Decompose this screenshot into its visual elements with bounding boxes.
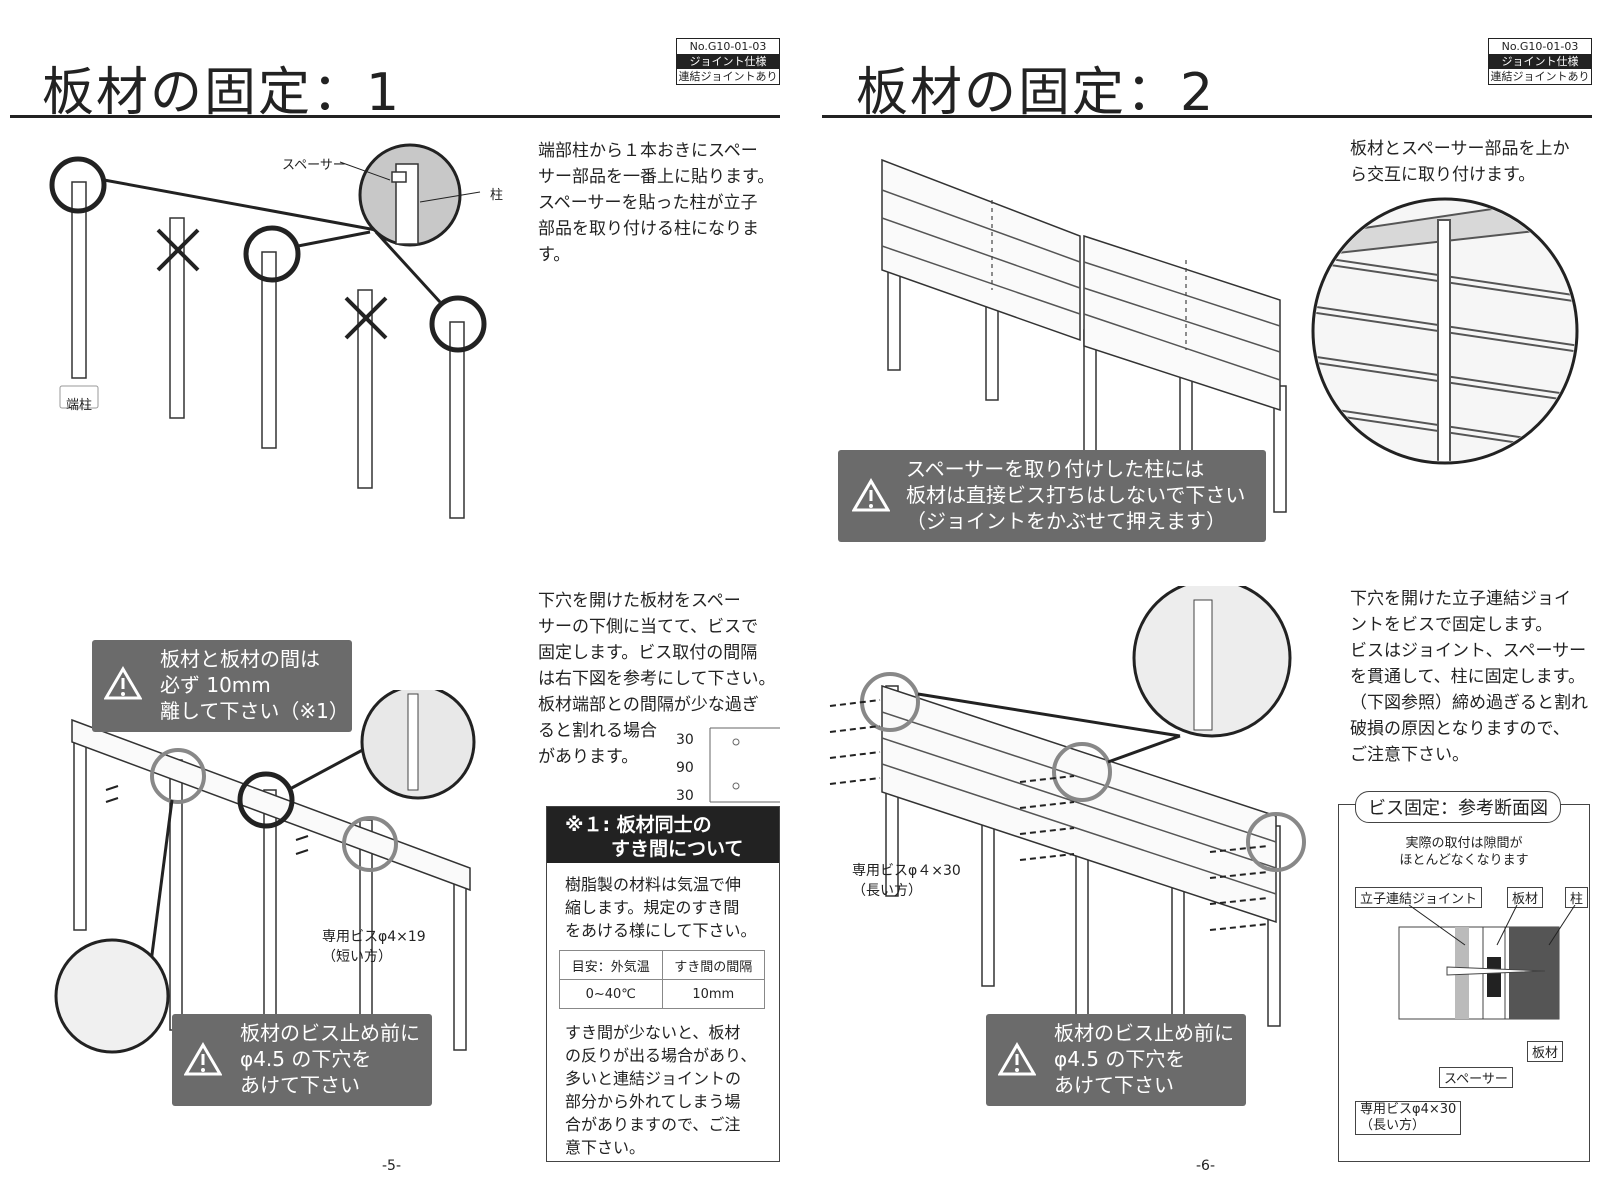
doc-sub: 連結ジョイントあり: [1490, 70, 1590, 83]
boards-illustration-left: [54, 690, 476, 1080]
posts-illustration: [49, 143, 487, 519]
spacing-diagram: [709, 727, 780, 803]
section-drawing: [1398, 905, 1576, 1020]
label-board-2: 板材: [1527, 1041, 1564, 1062]
right-mid-text: 下穴を開けた立子連結ジョイ ントをビスで固定します。 ビスはジョイント、スペーサ…: [1350, 589, 1588, 765]
doc-spec: ジョイント仕様: [1489, 54, 1591, 69]
label-screw-sec: 専用ビスφ4×30 （長い方）: [1355, 1101, 1462, 1135]
warning-hole-left: 板材のビス止め前に φ4.5 の下穴を あけて下さい: [172, 1014, 432, 1106]
warning-gap: 板材と板材の間は 必ず 10mm 離して下さい（※1）: [92, 640, 352, 732]
warning-hole-right: 板材のビス止め前に φ4.5 の下穴を あけて下さい: [986, 1014, 1246, 1106]
doc-number: No.G10-01-03: [689, 40, 767, 53]
doc-number: No.G10-01-03: [1501, 40, 1579, 53]
title-rule-left: [10, 115, 780, 118]
circle-marker: [49, 156, 107, 214]
section-diagram-box: ビス固定：参考断面図 実際の取付は隙間が ほとんどなくなります 立子連結ジョイン…: [1338, 791, 1590, 1162]
label-post: 柱: [490, 188, 504, 203]
title-rule-right: [822, 115, 1592, 118]
page-title-left: 板材の固定：1: [42, 63, 402, 123]
note-title: ※１: 板材同士の すき間について: [547, 807, 779, 863]
note-text-1: 樹脂製の材料は気温で伸 縮します。規定のすき間 をあける様にして下さい。: [565, 875, 757, 940]
section-title: ビス固定：参考断面図: [1355, 791, 1561, 823]
page-number-left: -5-: [382, 1158, 402, 1174]
left-mid-text: 下穴を開けた板材をスペー サーの下側に当てて、ビスで 固定します。ビス取付の間隔…: [538, 591, 776, 767]
fence-detail-circle: [1311, 197, 1579, 465]
label-board: 板材: [1507, 887, 1544, 908]
circle-marker: [243, 225, 301, 283]
note-text-2: すき間が少ないと、板材 の反りが出る場合があり、 多いと連結ジョイントの 部分か…: [565, 1023, 757, 1157]
joint-illustration: [829, 586, 1306, 1046]
label-joint: 立子連結ジョイント: [1355, 887, 1483, 908]
note-gap-box: ※１: 板材同士の すき間について 樹脂製の材料は気温で伸 縮します。規定のすき…: [546, 806, 780, 1162]
section-note: 実際の取付は隙間が ほとんどなくなります: [1399, 836, 1529, 868]
warning-icon: [998, 1042, 1036, 1076]
circle-marker: [429, 295, 487, 353]
warning-icon: [184, 1042, 222, 1076]
right-top-text: 板材とスペーサー部品を上か ら交互に取り付けます。: [1350, 139, 1570, 185]
page-number-right: -6-: [1196, 1158, 1216, 1174]
warning-icon: [104, 666, 142, 700]
screw-label-right: 専用ビスφ４×30 （長い方）: [852, 863, 961, 899]
label-spacer-sec: スペーサー: [1439, 1067, 1513, 1088]
label-end-post: 端柱: [66, 398, 93, 413]
label-spacer: スペーサー: [282, 158, 346, 173]
screw-label-left: 専用ビスφ4×19 （短い方）: [322, 929, 426, 965]
page-title-right: 板材の固定：2: [856, 63, 1216, 123]
doc-badge-left: No.G10-01-03 ジョイント仕様 連結ジョイントあり: [676, 38, 780, 85]
label-post: 柱: [1565, 887, 1589, 908]
doc-spec: ジョイント仕様: [677, 54, 779, 69]
doc-sub: 連結ジョイントあり: [678, 70, 778, 83]
warning-icon: [852, 478, 890, 512]
left-top-text: 端部柱から１本おきにスペー サー部品を一番上に貼ります。 スペーサーを貼った柱が…: [538, 141, 775, 265]
doc-badge-right: No.G10-01-03 ジョイント仕様 連結ジョイントあり: [1488, 38, 1592, 85]
spacing-values: 30 90 30: [676, 732, 694, 804]
warning-spacer: スペーサーを取り付けした柱には 板材は直接ビス打ちはしないで下さい （ジョイント…: [838, 450, 1266, 542]
